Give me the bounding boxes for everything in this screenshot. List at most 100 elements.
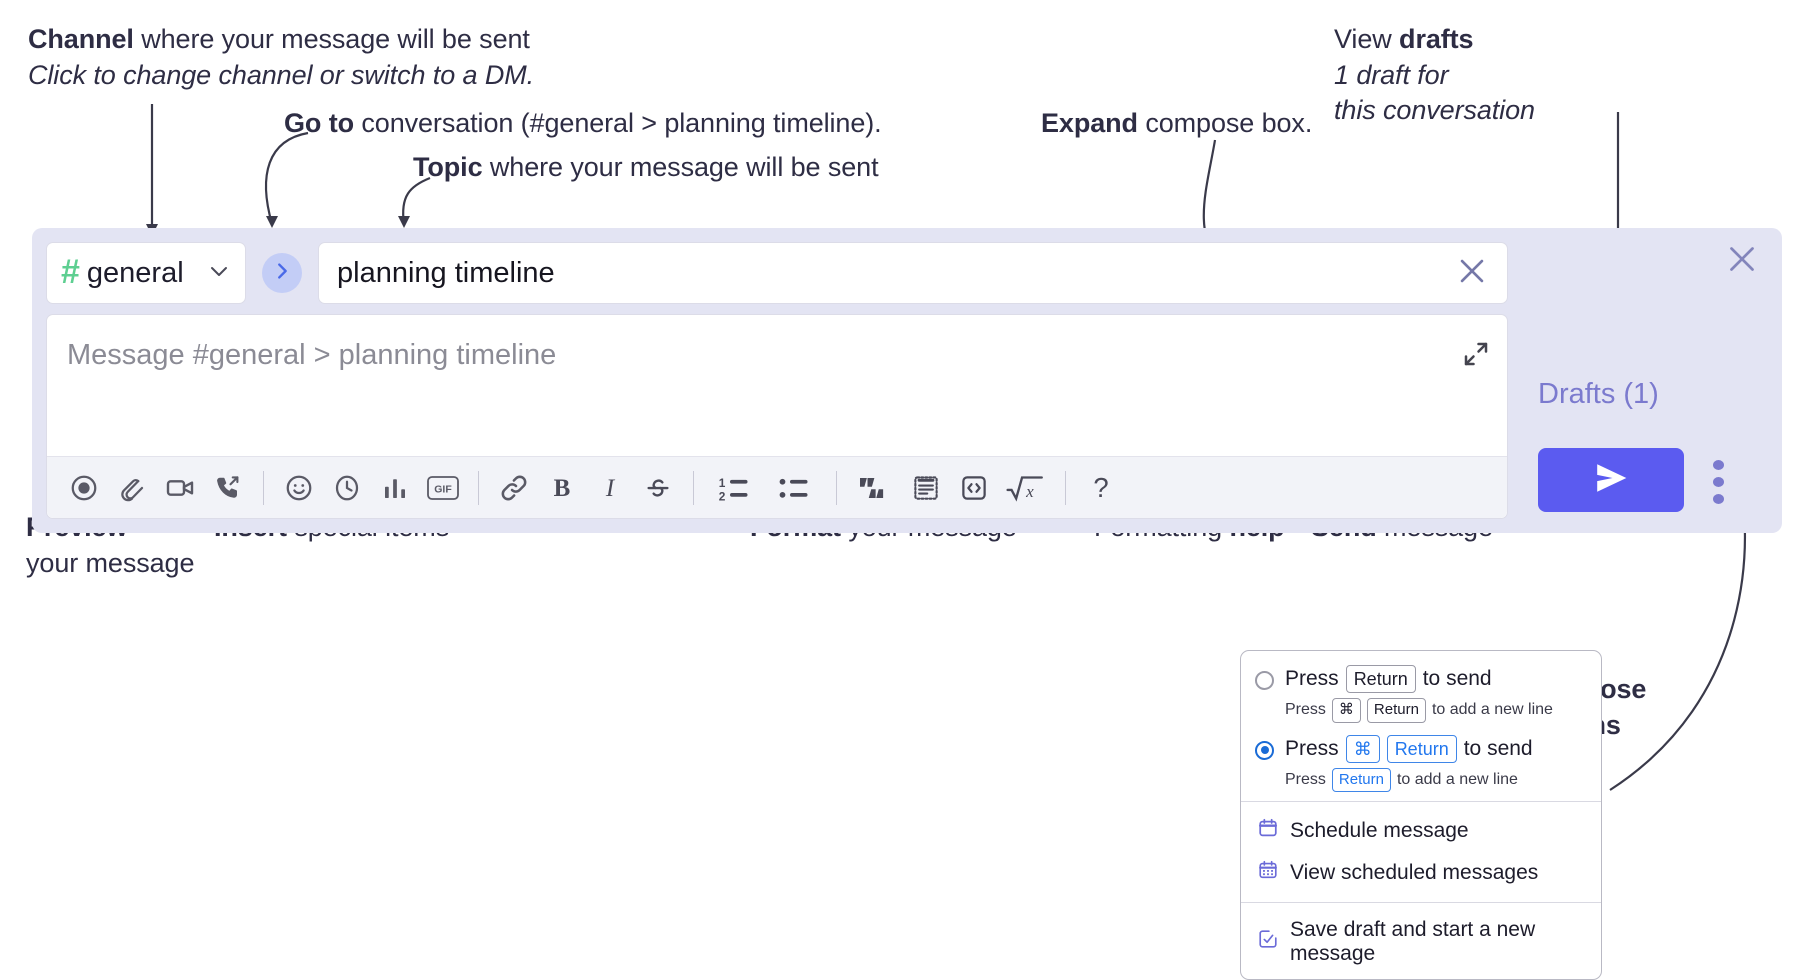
annotation-drafts-bold: drafts bbox=[1399, 24, 1474, 54]
attachment-icon[interactable] bbox=[108, 466, 156, 510]
send-option-cmd-return-label: Press ⌘ Return to send bbox=[1285, 734, 1533, 763]
annotation-drafts-prefix: View bbox=[1334, 24, 1400, 54]
toolbar-separator bbox=[1065, 470, 1066, 505]
hash-icon: # bbox=[61, 253, 80, 291]
toolbar-separator bbox=[836, 470, 837, 505]
annotation-channel-rest: where your message will be sent bbox=[133, 24, 530, 54]
menu-item-view-scheduled-messages-label: View scheduled messages bbox=[1290, 861, 1539, 885]
annotation-channel-bold: Channel bbox=[28, 24, 134, 54]
menu-item-save-draft-label: Save draft and start a new message bbox=[1290, 918, 1536, 966]
send-option-return[interactable]: Press Return to send bbox=[1241, 662, 1601, 694]
svg-text:?: ? bbox=[1093, 473, 1108, 503]
chevron-down-icon bbox=[207, 259, 231, 288]
close-icon[interactable] bbox=[1455, 254, 1489, 293]
annotation-expand: Expand compose box. bbox=[1041, 106, 1312, 142]
opt0-key0: Return bbox=[1345, 665, 1416, 694]
annotation-goto: Go to conversation (#general > planning … bbox=[284, 106, 882, 142]
opt0-subkey-cmd: ⌘ bbox=[1331, 698, 1361, 723]
blockquote-icon[interactable] bbox=[848, 466, 902, 510]
menu-item-schedule-message-label: Schedule message bbox=[1290, 819, 1469, 843]
opt0-subkey-return: Return bbox=[1366, 698, 1426, 723]
calendar-grid-icon bbox=[1257, 859, 1279, 887]
opt1-sub2: to add a new line bbox=[1396, 770, 1518, 788]
kebab-dot bbox=[1712, 494, 1724, 504]
context-row: # general planning timeline bbox=[46, 242, 1508, 304]
audio-call-icon[interactable] bbox=[204, 466, 252, 510]
more-options-icon[interactable] bbox=[1706, 460, 1730, 504]
clock-icon[interactable] bbox=[323, 466, 371, 510]
opt0-sub0: Press bbox=[1285, 701, 1326, 719]
radio-cmd-return[interactable] bbox=[1255, 740, 1274, 760]
svg-text:GIF: GIF bbox=[434, 483, 452, 495]
menu-item-view-scheduled-messages[interactable]: View scheduled messages bbox=[1241, 852, 1601, 894]
compose-right-rail: Drafts (1) bbox=[1510, 228, 1782, 533]
svg-text:x: x bbox=[1025, 482, 1034, 501]
emoji-icon[interactable] bbox=[275, 466, 323, 510]
opt0-word2: to send bbox=[1422, 667, 1492, 691]
topic-input[interactable]: planning timeline bbox=[318, 242, 1508, 304]
bulleted-list-icon[interactable] bbox=[765, 466, 825, 510]
strikethrough-icon[interactable] bbox=[634, 466, 682, 510]
send-icon bbox=[1588, 459, 1634, 502]
toolbar-separator bbox=[478, 470, 479, 505]
svg-text:2: 2 bbox=[719, 489, 726, 503]
video-icon[interactable] bbox=[156, 466, 204, 510]
math-icon[interactable]: x bbox=[998, 466, 1054, 510]
gif-icon[interactable]: GIF bbox=[419, 466, 467, 510]
opt1-sub0: Press bbox=[1285, 770, 1326, 788]
topic-value: planning timeline bbox=[337, 256, 555, 289]
send-option-cmd-return[interactable]: Press ⌘ Return to send bbox=[1241, 732, 1601, 763]
channel-name-label: general bbox=[86, 256, 184, 289]
annotation-topic: Topic where your message will be sent bbox=[413, 150, 879, 186]
annotation-expand-rest: compose box. bbox=[1137, 108, 1313, 138]
bold-icon[interactable]: B bbox=[538, 466, 586, 510]
toolbar-separator bbox=[263, 470, 264, 505]
annotation-expand-bold: Expand bbox=[1041, 108, 1138, 138]
menu-item-schedule-message[interactable]: Schedule message bbox=[1241, 810, 1601, 852]
send-option-return-label: Press Return to send bbox=[1285, 665, 1492, 694]
italic-icon[interactable]: I bbox=[586, 466, 634, 510]
message-input-area[interactable]: Message #general > planning timeline bbox=[46, 314, 1508, 519]
opt1-word3: to send bbox=[1463, 736, 1533, 760]
drafts-link[interactable]: Drafts (1) bbox=[1538, 378, 1659, 410]
calendar-schedule-icon bbox=[1257, 817, 1279, 845]
annotation-channel: Channel where your message will be sent … bbox=[28, 22, 534, 93]
close-icon[interactable] bbox=[1724, 241, 1760, 277]
expand-icon[interactable] bbox=[1459, 337, 1493, 371]
toolbar-separator bbox=[693, 470, 694, 505]
link-icon[interactable] bbox=[490, 466, 538, 510]
send-button[interactable] bbox=[1538, 448, 1684, 512]
help-icon[interactable]: ? bbox=[1077, 466, 1125, 510]
compose-box: # general planning timeline Message #gen… bbox=[32, 228, 1782, 533]
annotation-goto-bold: Go to bbox=[284, 108, 354, 138]
poll-icon[interactable] bbox=[371, 466, 419, 510]
menu-divider bbox=[1241, 801, 1601, 803]
kebab-dot bbox=[1712, 460, 1724, 470]
svg-text:I: I bbox=[605, 475, 616, 502]
annotation-drafts-italic-1: 1 draft for bbox=[1334, 59, 1449, 90]
annotation-drafts: View drafts 1 draft for this conversatio… bbox=[1334, 22, 1535, 129]
code-block-icon[interactable] bbox=[902, 466, 950, 510]
opt1-subkey-return: Return bbox=[1331, 767, 1391, 793]
annotation-preview-line2: your message bbox=[26, 547, 195, 578]
channel-selector[interactable]: # general bbox=[46, 242, 246, 304]
preview-icon[interactable] bbox=[60, 466, 108, 510]
goto-conversation-button[interactable] bbox=[262, 253, 302, 293]
formatting-toolbar: GIF B I 1 2 bbox=[47, 456, 1507, 518]
compose-options-menu: Press Return to send Press ⌘ Return to a… bbox=[1240, 650, 1602, 980]
annotation-drafts-italic-2: this conversation bbox=[1334, 95, 1535, 126]
ordered-list-icon[interactable]: 1 2 bbox=[705, 466, 765, 510]
annotation-topic-rest: where your message will be sent bbox=[482, 152, 879, 182]
opt1-key-return: Return bbox=[1386, 734, 1457, 763]
kebab-dot bbox=[1712, 477, 1724, 487]
code-icon[interactable] bbox=[950, 466, 998, 510]
svg-text:B: B bbox=[554, 475, 571, 502]
annotation-goto-rest: conversation (#general > planning timeli… bbox=[353, 108, 882, 138]
opt0-word0: Press bbox=[1285, 667, 1339, 691]
radio-return[interactable] bbox=[1255, 671, 1274, 690]
menu-item-save-draft[interactable]: Save draft and start a new message bbox=[1241, 911, 1601, 973]
svg-text:1: 1 bbox=[719, 475, 726, 489]
save-draft-icon bbox=[1257, 928, 1279, 956]
send-option-return-sub: Press ⌘ Return to add a new line bbox=[1285, 698, 1601, 723]
chevron-right-icon bbox=[271, 260, 293, 287]
